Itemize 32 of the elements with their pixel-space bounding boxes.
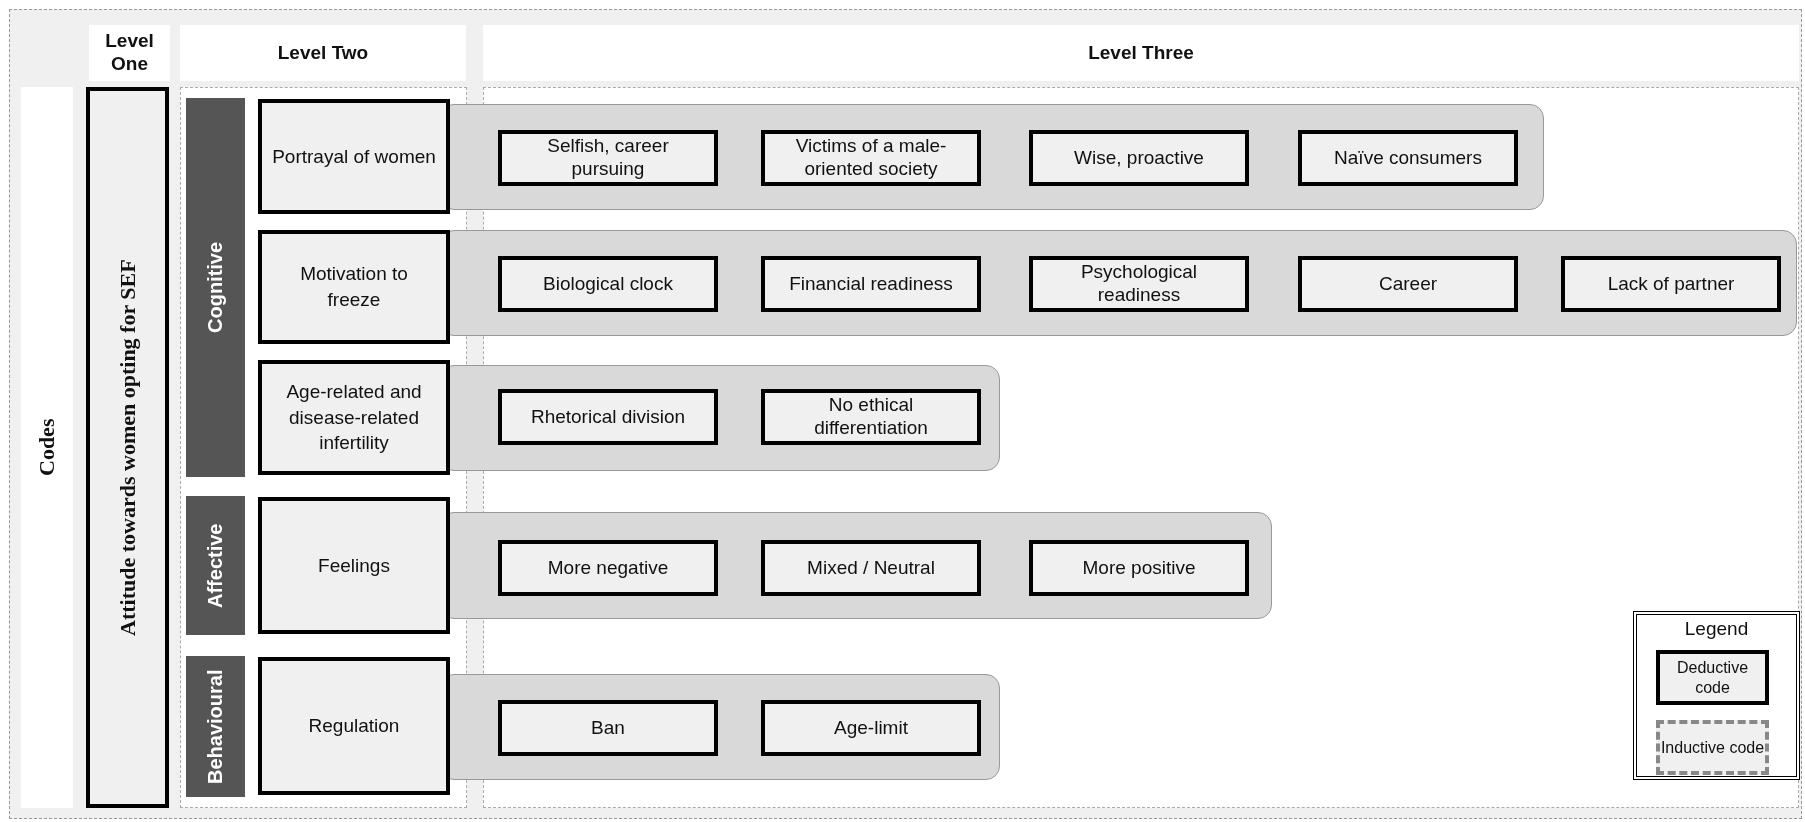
level-three-code: Age-limit	[761, 700, 981, 756]
level-three-code: Victims of a male-oriented society	[761, 130, 981, 186]
level-three-code: Financial readiness	[761, 256, 981, 312]
level-one-code: Attitude towards women opting for SEF	[86, 87, 169, 808]
legend-entry: Inductive code	[1656, 720, 1769, 775]
level-two-code: Portrayal of women	[258, 99, 450, 214]
dimension-band: Affective	[186, 496, 245, 635]
column-header: Level One	[89, 25, 170, 81]
row-header: Codes	[21, 87, 73, 808]
level-three-code: Naïve consumers	[1298, 130, 1518, 186]
level-three-code: Wise, proactive	[1029, 130, 1249, 186]
level-three-code: Career	[1298, 256, 1518, 312]
level-two-code: Regulation	[258, 657, 450, 795]
level-three-code: No ethical differentiation	[761, 389, 981, 445]
level-three-code: Biological clock	[498, 256, 718, 312]
level-three-code: Psychological readiness	[1029, 256, 1249, 312]
level-three-code: More positive	[1029, 540, 1249, 596]
level-three-code: Selfish, career pursuing	[498, 130, 718, 186]
legend-entry: Deductive code	[1656, 650, 1769, 705]
column-header: Level Three	[483, 25, 1799, 81]
legend-title: Legend	[1683, 617, 1750, 641]
level-two-code: Age-related and disease-related infertility	[258, 360, 450, 475]
level-three-code: Lack of partner	[1561, 256, 1781, 312]
level-two-code: Feelings	[258, 497, 450, 634]
level-two-code: Motivation to freeze	[258, 230, 450, 344]
dimension-band: Cognitive	[186, 98, 245, 477]
level-three-code: Mixed / Neutral	[761, 540, 981, 596]
level-three-code: Rhetorical division	[498, 389, 718, 445]
column-header: Level Two	[180, 25, 466, 81]
level-three-code: More negative	[498, 540, 718, 596]
level-three-code: Ban	[498, 700, 718, 756]
dimension-band: Behavioural	[186, 656, 245, 797]
